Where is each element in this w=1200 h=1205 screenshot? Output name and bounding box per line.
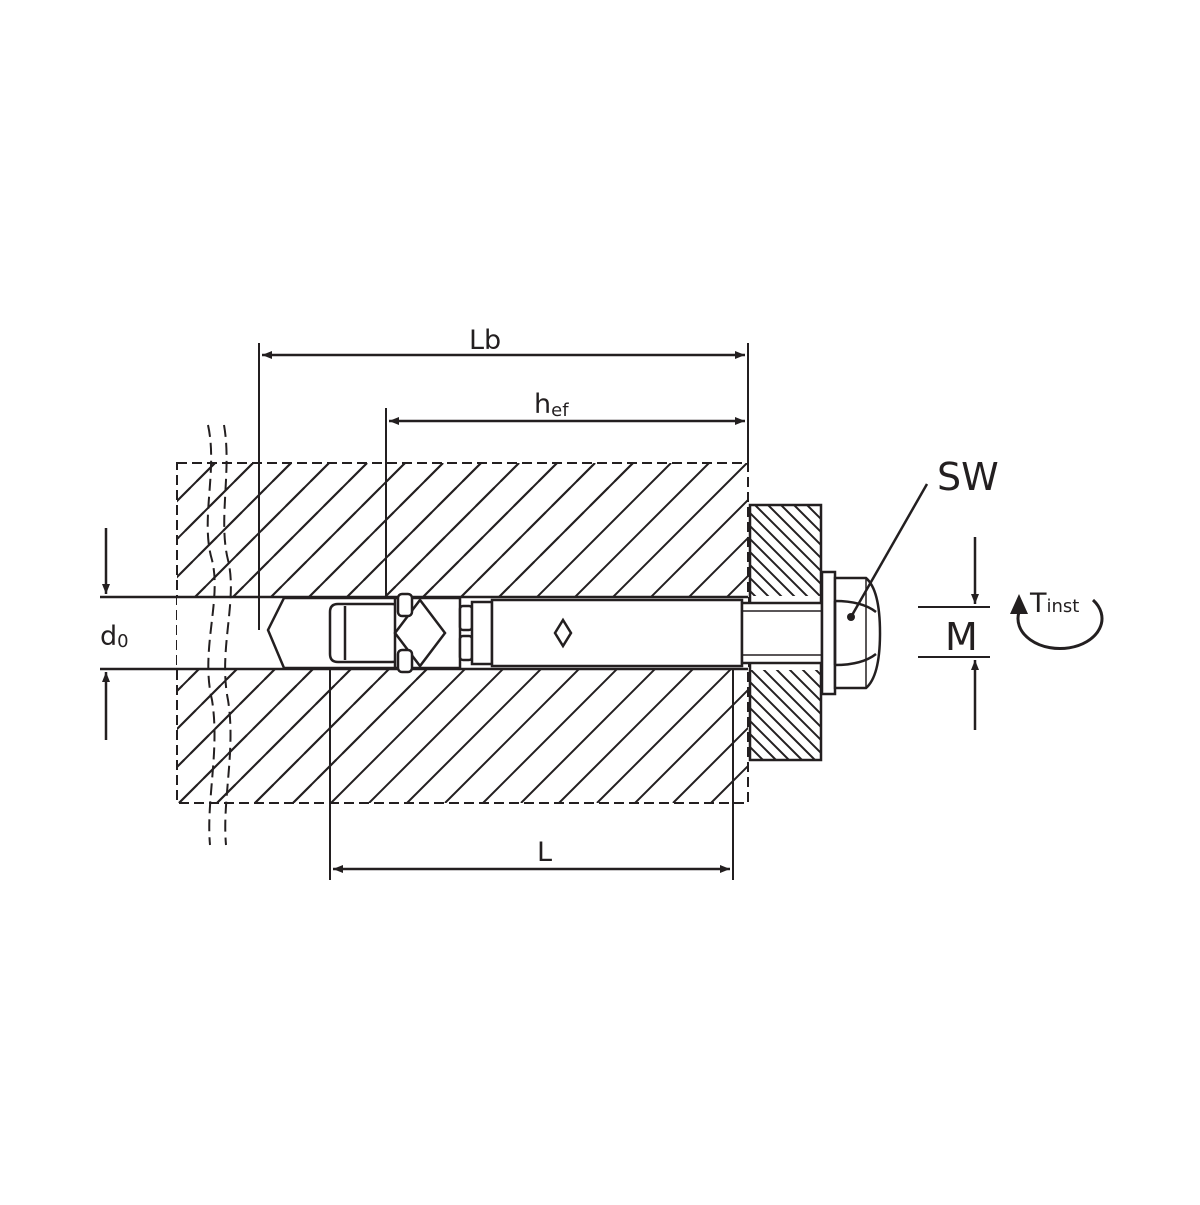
sw-leader-line: [849, 483, 929, 618]
hef-label: hef: [534, 389, 569, 421]
fixture-hatch-line: [754, 505, 821, 573]
anchor-expansion-cone: [328, 602, 402, 664]
base-hatch-line: [596, 650, 748, 803]
base-hatch-dashed-line: [177, 463, 254, 541]
break-lines: [206, 424, 232, 846]
washer: [820, 570, 837, 696]
base-hatch-dashed-line: [178, 463, 520, 803]
hex-nut-chamfer-bottom: [834, 652, 877, 667]
clip-tab-top: [396, 592, 414, 618]
fixture-hatch-line: [750, 537, 821, 612]
d0-label-subscript: 0: [117, 631, 128, 652]
lb-label: Lb: [469, 325, 501, 356]
tinst-label: Tinst: [1029, 588, 1079, 619]
fixture-hatch-line: [767, 505, 821, 560]
torque-arrowhead: [1010, 594, 1028, 614]
clip-nub-bottom: [458, 634, 474, 662]
clip-nub-top: [458, 604, 474, 632]
base-hatch-line: [672, 726, 748, 803]
sleeve-neck: [470, 600, 494, 666]
tinst-label-subscript: inst: [1047, 596, 1080, 617]
fixture-hatch-line: [750, 667, 821, 742]
base-hatch-dashed-line: [254, 463, 596, 803]
fixture-outline: [748, 503, 823, 762]
base-hatch-dashed-line: [177, 463, 292, 579]
fixture-hatch-line: [750, 524, 821, 599]
base-hatch-dashed-line: [177, 463, 330, 617]
fixture-hatch-line: [750, 680, 821, 755]
l-label: L: [537, 837, 552, 868]
torque-arrow-icon: [1010, 594, 1104, 651]
torque-arc: [1016, 598, 1104, 651]
base-hatch-dashed-line: [216, 463, 558, 803]
fixture-hatch-line: [750, 654, 821, 729]
hef-label-main: h: [534, 389, 551, 420]
break-line-1: [206, 424, 216, 846]
hef-label-subscript: ef: [551, 400, 569, 421]
tinst-label-main: T: [1029, 588, 1047, 619]
threaded-rod: [740, 601, 824, 665]
anchor-bolt: [266, 570, 882, 696]
m-label: M: [945, 615, 978, 659]
base-hatch-dashed-line: [177, 463, 406, 693]
clip-tab-bottom: [396, 648, 414, 674]
base-hatch-dashed-line: [177, 463, 368, 655]
fixture-hatch-line: [750, 511, 821, 586]
base-hatch-dashed-line: [177, 463, 482, 769]
base-hatch-line: [177, 463, 178, 465]
sleeve-diamond-mark: [553, 617, 573, 649]
d0-label: d0: [100, 621, 129, 652]
base-hatch-dashed-line: [177, 463, 178, 465]
break-line-2: [223, 424, 232, 846]
anchor-sleeve: [490, 598, 744, 668]
hex-nut: [833, 576, 882, 690]
fixture-hatch-line: [750, 693, 816, 760]
fixture-hatch-line: [750, 706, 803, 760]
dimension-lines: [102, 343, 990, 880]
d0-label-main: d: [100, 621, 117, 652]
base-hatch-line: [634, 688, 748, 803]
sw-label: SW: [937, 455, 999, 499]
base-hatch-dashed-line: [292, 463, 634, 803]
